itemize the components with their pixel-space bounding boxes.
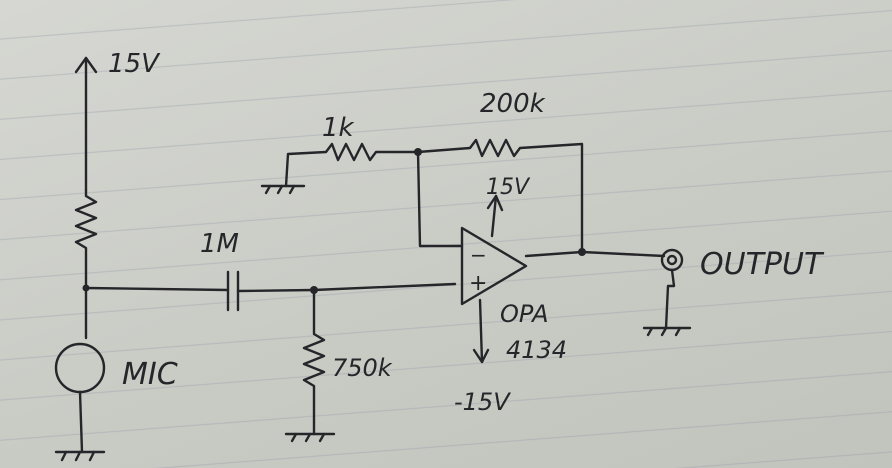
opamp-positive-supply-arrow (486, 194, 504, 238)
opamp-positive-supply-label: 15V (486, 175, 531, 200)
supply-label: 15V (108, 49, 161, 79)
bias-ground (284, 432, 336, 443)
divider-ground (260, 184, 306, 195)
output-jack-symbol (660, 248, 684, 330)
microphone-symbol (54, 342, 106, 394)
op-amp-plus: + (469, 271, 487, 296)
op-amp-minus: − (470, 243, 487, 267)
opamp-output-wire (524, 250, 584, 258)
opamp-model-line2: 4134 (506, 336, 567, 364)
bias-resistor-label: 750k (332, 354, 393, 382)
cap-to-input-wire (236, 288, 316, 293)
opamp-negative-supply-arrow (472, 298, 490, 364)
output-ground (642, 326, 692, 337)
noninverting-input-wire (312, 282, 457, 292)
supply-arrow (74, 56, 98, 192)
op-amp-symbol (460, 226, 528, 306)
feedback-resistor-200k (416, 138, 584, 254)
ground-resistor-1k (284, 142, 420, 188)
mic-wire-bottom (78, 390, 84, 454)
capacitor-label: 1M (200, 229, 239, 259)
output-wire (580, 250, 666, 258)
opamp-model-line1: OPA (500, 300, 549, 328)
bias-resistor (302, 288, 326, 436)
mic-label: MIC (122, 357, 178, 392)
inverting-input-wire (416, 150, 464, 248)
output-label: OUTPUT (700, 247, 825, 282)
mic-to-cap-wire (84, 286, 230, 292)
feedback-resistor-label: 200k (480, 89, 546, 119)
ground-resistor-label: 1k (322, 113, 355, 143)
opamp-negative-supply-label: -15V (454, 388, 511, 416)
mic-ground (54, 450, 106, 462)
supply-resistor (74, 188, 98, 290)
coupling-capacitor (226, 270, 240, 312)
